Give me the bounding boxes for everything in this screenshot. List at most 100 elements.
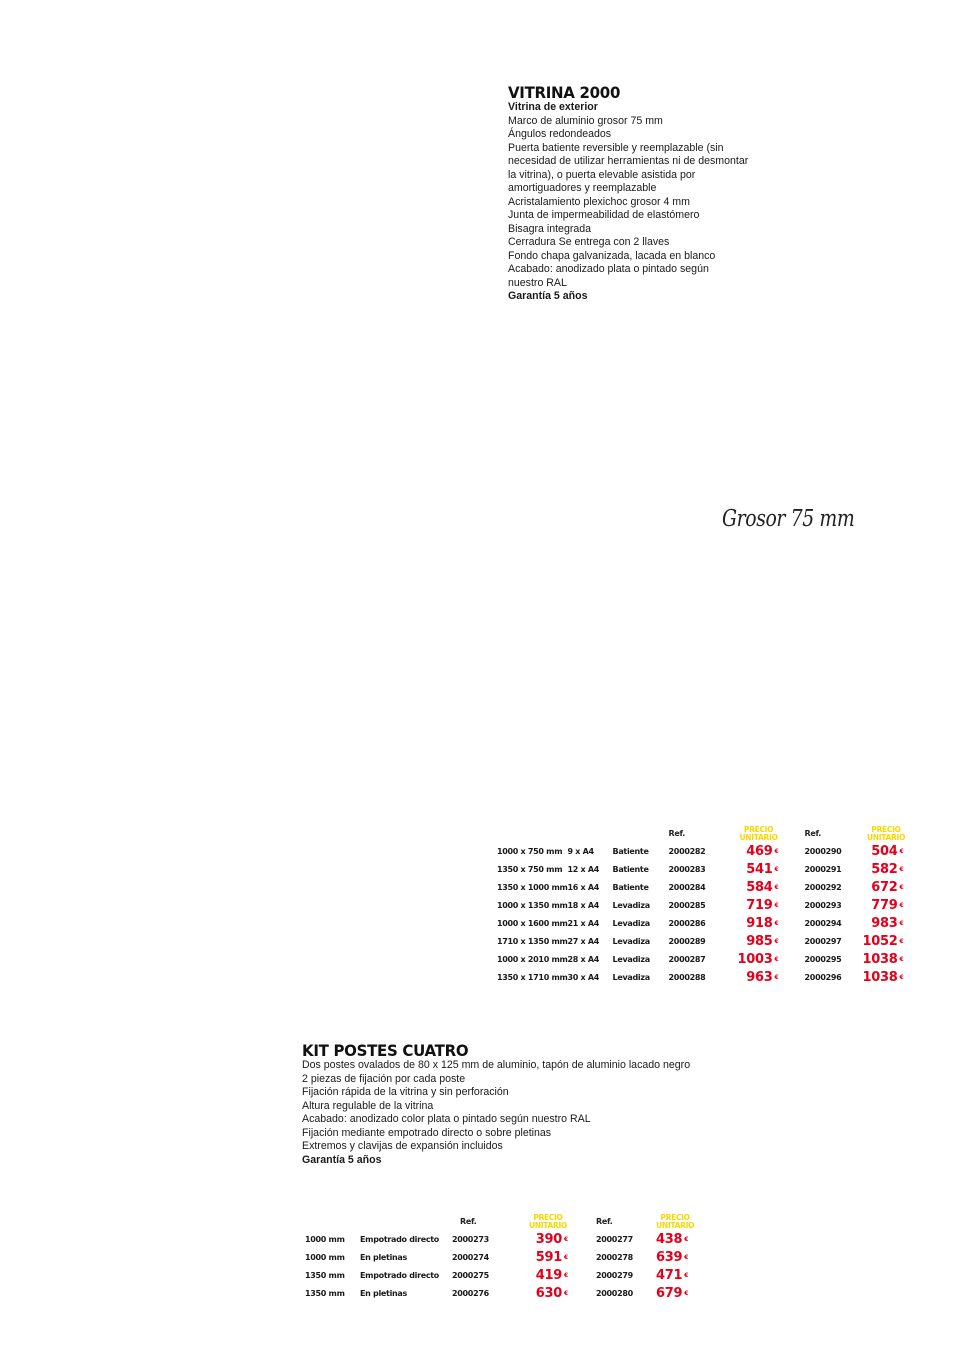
currency-symbol: € [774,883,779,891]
door-type-cell: Levadiza [612,972,651,982]
description-line: Puerta batiente reversible y reemplazabl… [508,141,724,154]
ref-cell: 2000285 [668,900,706,910]
length-cell: 1000 mm [305,1234,345,1244]
spacer-cell [574,1230,596,1248]
description-line: 2 piezas de fijación por cada poste [302,1072,466,1085]
spacer-cell [785,914,805,932]
kit-description: Dos postes ovalados de 80 x 125 mm de al… [302,1059,802,1167]
length-cell: 1350 mm [305,1270,345,1280]
size-cell: 1710 x 1350 mm [497,936,568,946]
currency-symbol: € [899,847,904,855]
format-cell: 30 x A4 [567,972,600,982]
description-line: necesidad de utilizar herramientas ni de… [508,155,749,167]
door-type-cell: Levadiza [612,936,651,946]
currency-symbol: € [774,901,779,909]
vitrina-title: VITRINA 2000 [508,82,621,103]
price-cell: 1038 [862,951,898,967]
size-cell: 1000 x 1600 mm [497,918,568,928]
door-type-cell: Levadiza [612,900,651,910]
description-line: amortiguadores y reemplazable [508,182,657,194]
ref-header: Ref. [668,829,686,838]
ref-cell: 2000289 [668,936,706,946]
currency-symbol: € [774,919,779,927]
currency-symbol: € [899,919,904,927]
currency-symbol: € [899,865,904,873]
ref-cell: 2000273 [452,1234,489,1244]
door-type-cell: Levadiza [612,918,651,928]
price-cell: 582 [871,861,898,877]
size-cell: 1350 x 1000 mm [497,882,568,892]
ref-cell: 2000279 [596,1270,633,1280]
kit-section: KIT POSTES CUATRO Dos postes ovalados de… [302,1040,802,1167]
mount-type-cell: En pletinas [360,1288,407,1298]
ref-cell: 2000277 [596,1234,633,1244]
mount-type-cell: Empotrado directo [360,1270,440,1280]
price-cell: 672 [871,879,898,895]
currency-symbol: € [564,1271,568,1279]
ref-cell: 2000297 [804,936,842,946]
mount-type-cell: Empotrado directo [360,1234,440,1244]
price-cell: 630 [535,1285,563,1301]
format-cell: 9 x A4 [567,846,595,856]
spacer-cell [785,932,805,950]
ref-header: Ref. [596,1217,613,1226]
price-cell: 639 [656,1249,683,1265]
price-cell: 591 [535,1249,563,1265]
currency-symbol: € [684,1253,689,1261]
ref-cell: 2000290 [804,846,842,856]
size-cell: 1000 x 750 mm [497,846,563,856]
currency-symbol: € [684,1235,689,1243]
description-line: Marco de aluminio grosor 75 mm [508,114,663,127]
currency-symbol: € [774,955,779,963]
price-cell: 985 [746,933,773,949]
currency-symbol: € [774,937,779,945]
description-line: Acabado: anodizado plata o pintado según [508,263,709,275]
description-line: Fondo chapa galvanizada, lacada en blanc… [508,249,716,262]
ref-cell: 2000293 [804,900,842,910]
description-line: Fijación mediante empotrado directo o so… [302,1126,552,1139]
ref-cell: 2000286 [668,918,706,928]
currency-symbol: € [684,1271,689,1279]
format-cell: 18 x A4 [567,900,600,910]
ref-cell: 2000283 [668,864,706,874]
price-cell: 469 [746,843,773,859]
ref-cell: 2000274 [452,1252,489,1262]
ref-cell: 2000278 [596,1252,633,1262]
spacer-cell [785,860,805,878]
spacer-cell [785,878,805,896]
currency-symbol: € [899,901,904,909]
currency-symbol: € [774,865,779,873]
spacer-cell [574,1266,596,1284]
thickness-note: Grosor 75 mm [722,506,855,532]
price-cell: 504 [871,843,898,859]
door-type-cell: Batiente [612,864,649,874]
door-type-cell: Batiente [612,882,649,892]
price-cell: 963 [746,969,773,985]
description-line: la vitrina), o puerta elevable asistida … [508,168,696,181]
mount-type-cell: En pletinas [360,1252,407,1262]
ref-cell: 2000291 [804,864,842,874]
kit-title: KIT POSTES CUATRO [302,1040,469,1061]
format-cell: 27 x A4 [567,936,600,946]
price-cell: 390 [535,1231,563,1247]
currency-symbol: € [564,1235,568,1243]
description-line: Ángulos redondeados [508,128,612,140]
price-cell: 471 [656,1267,683,1283]
description-line: Altura regulable de la vitrina [302,1099,434,1112]
door-type-cell: Levadiza [612,954,651,964]
door-type-cell: Batiente [612,846,649,856]
description-line: Acristalamiento plexichoc grosor 4 mm [508,195,690,208]
